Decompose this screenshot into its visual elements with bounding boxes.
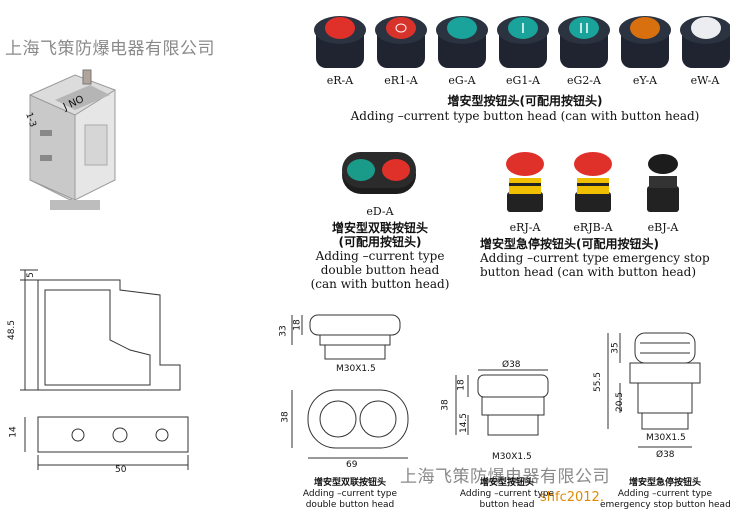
double-button-red — [382, 159, 410, 181]
double-button-caption: 增安型双联按钮头 (可配用按钮头) Adding –current type d… — [300, 221, 460, 291]
estop-dim-55-5: 55.5 — [593, 371, 604, 393]
contact-module-photo: J NO 1-3 — [15, 69, 130, 210]
estop-drawing-en-1: Adding –current type — [617, 489, 713, 499]
double-drawing-cn: 增安型双联按钮头 — [313, 478, 386, 488]
button-label-eG-A: eG-A — [448, 74, 476, 87]
button-label-eW-A: eW-A — [690, 74, 720, 87]
button-drawing: Ø38 38 18 14.5 M30X1.5 — [440, 360, 570, 470]
double-button-photo — [340, 150, 420, 200]
dim-5: 5 — [25, 272, 36, 278]
estop-caption-en-2: button head (can with button head) — [480, 265, 697, 279]
double-caption-en-1: Adding –current type — [315, 249, 445, 263]
estop-drawing-caption: 增安型急停按钮头 Adding –current type emergency … — [600, 478, 730, 511]
estop-eRJB-A — [574, 152, 612, 212]
estop-caption-cn: 增安型急停按钮头(可配用按钮头) — [480, 237, 659, 251]
button-dim-18: 18 — [456, 379, 467, 391]
double-caption-cn-2: (可配用按钮头) — [338, 235, 422, 249]
double-button-label: eD-A — [366, 205, 394, 218]
single-buttons-row — [300, 8, 730, 88]
double-caption-en-2: double button head — [320, 263, 440, 277]
emergency-buttons-photo — [495, 150, 695, 216]
estop-eRJ-A — [506, 152, 544, 212]
estop-dim-35: 35 — [610, 342, 621, 354]
estop-dim-thread: M30X1.5 — [646, 433, 686, 443]
button-label-eY-A: eY-A — [632, 74, 658, 87]
double-dim-69: 69 — [346, 460, 358, 470]
double-caption-cn-1: 增安型双联按钮头 — [331, 221, 428, 235]
contact-module-drawing — [29, 69, 116, 210]
dim-48-5: 48.5 — [7, 319, 18, 341]
dim-14: 14 — [8, 426, 19, 438]
double-dim-thread: M30X1.5 — [336, 364, 376, 374]
button-label-eG2-A: eG2-A — [567, 74, 601, 87]
button-head-eG-A — [436, 16, 488, 68]
button-label-eR1-A: eR1-A — [384, 74, 418, 87]
estop-drawing-en-2: emergency stop button head — [600, 500, 730, 510]
estop-label-eRJB-A: eRJB-A — [573, 221, 613, 234]
button-drawing-en-2: button head — [479, 500, 535, 510]
single-button-labels: eR-A eR1-A eG-A eG1-A eG2-A eY-A eW-A — [300, 74, 730, 88]
double-dim-18: 18 — [292, 319, 303, 331]
double-dim-33: 33 — [278, 325, 289, 337]
dim-50: 50 — [115, 465, 127, 475]
button-dim-14-5: 14.5 — [459, 412, 470, 434]
button-drawing-cn: 增安型按钮头 — [479, 478, 534, 488]
double-button-graphic — [342, 152, 416, 194]
single-buttons-graphic — [314, 16, 730, 68]
button-label-eG1-A: eG1-A — [506, 74, 540, 87]
button-drawing-caption: 增安型按钮头 Adding –current type button head — [452, 478, 562, 511]
button-dim-38: 38 — [440, 399, 451, 411]
emergency-button-labels: eRJ-A eRJB-A eBJ-A — [495, 221, 695, 235]
button-head-eY-A — [619, 16, 671, 68]
single-caption-en: Adding –current type button head (can wi… — [350, 109, 700, 123]
double-drawing-en-1: Adding –current type — [302, 489, 398, 499]
double-drawing-outline — [291, 314, 409, 459]
button-dim-thread: M30X1.5 — [492, 452, 532, 462]
button-dim-dia: Ø38 — [502, 360, 521, 370]
double-drawing-caption: 增安型双联按钮头 Adding –current type double but… — [290, 478, 410, 511]
button-head-eW-A — [680, 16, 730, 68]
button-head-eR1-A — [375, 16, 427, 68]
single-buttons-caption: 增安型按钮头(可配用按钮头) Adding –current type butt… — [330, 94, 720, 124]
company-watermark-bottom: 上海飞策防爆电器有限公司 — [400, 467, 610, 487]
estop-drawing-outline — [607, 332, 701, 448]
double-dim-38: 38 — [280, 411, 291, 423]
double-drawing-en-2: double button head — [305, 500, 395, 510]
module-outline — [20, 269, 189, 470]
module-dimension-drawing: 5 48.5 14 50 — [0, 255, 200, 485]
emergency-caption: 增安型急停按钮头(可配用按钮头) Adding –current type em… — [480, 237, 720, 279]
estop-dim-20-5: 20.5 — [615, 391, 626, 413]
button-head-eG2-A — [558, 16, 610, 68]
estop-caption-en-1: Adding –current type emergency stop — [480, 251, 710, 265]
button-head-eG1-A — [497, 16, 549, 68]
single-caption-cn: 增安型按钮头(可配用按钮头) — [447, 94, 603, 108]
double-button-green — [347, 159, 375, 181]
double-caption-en-3: (can with button head) — [310, 277, 450, 291]
estop-label-eBJ-A: eBJ-A — [647, 221, 679, 234]
site-watermark: shfc2012. — [540, 490, 604, 505]
estop-drawing: 35 55.5 20.5 M30X1.5 Ø38 — [590, 325, 720, 465]
button-drawing-en-1: Adding –current type — [459, 489, 555, 499]
button-head-eR-A — [314, 16, 366, 68]
button-label-eR-A: eR-A — [326, 74, 354, 87]
emergency-buttons-graphic — [506, 152, 679, 212]
estop-dim-dia: Ø38 — [656, 450, 675, 460]
button-drawing-outline — [455, 369, 549, 436]
double-button-drawing: 33 18 M30X1.5 38 69 — [278, 310, 420, 475]
estop-drawing-cn: 增安型急停按钮头 — [628, 478, 701, 488]
estop-label-eRJ-A: eRJ-A — [509, 221, 541, 234]
company-watermark-top: 上海飞策防爆电器有限公司 — [5, 39, 215, 59]
estop-eBJ-A — [647, 154, 679, 212]
